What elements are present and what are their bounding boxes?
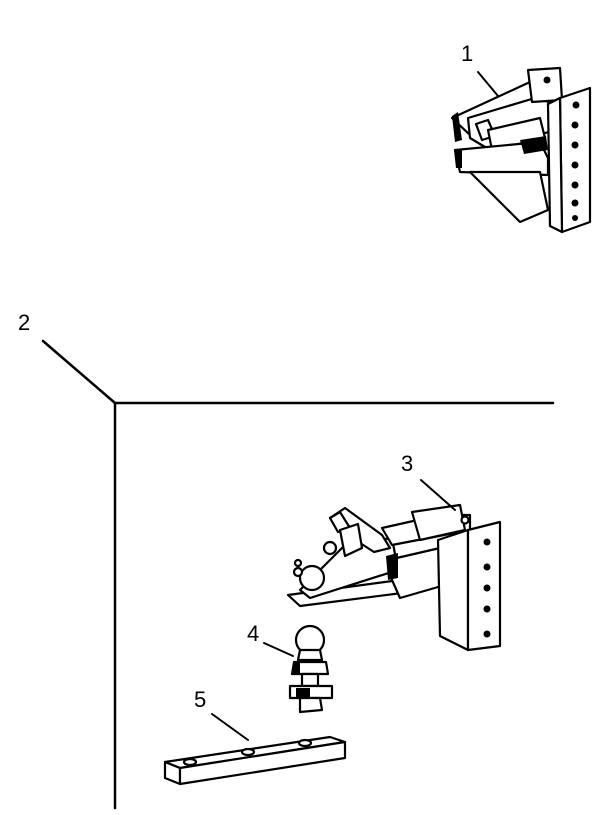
callout-1: 1 xyxy=(461,41,499,97)
part-5-spacer-bar xyxy=(163,735,347,786)
callout-label-1: 1 xyxy=(461,41,473,66)
leader-line-1 xyxy=(477,71,499,97)
callout-5: 5 xyxy=(194,687,249,741)
callout-2: 2 xyxy=(18,310,30,335)
part-1-assembled-hitch xyxy=(450,66,592,234)
callout-3: 3 xyxy=(401,451,456,511)
leader-line-4 xyxy=(263,642,294,657)
callout-4: 4 xyxy=(247,621,294,657)
callout-label-2: 2 xyxy=(18,310,30,335)
callout-label-4: 4 xyxy=(247,621,259,646)
leader-line-5 xyxy=(211,713,249,741)
part-2-frame-corner xyxy=(41,339,555,810)
callout-label-3: 3 xyxy=(401,451,413,476)
part-3-hitch-head xyxy=(286,503,502,652)
leader-line-2 xyxy=(41,339,117,405)
callout-label-5: 5 xyxy=(194,687,206,712)
part-4-hitch-ball xyxy=(288,624,334,714)
leader-line-3 xyxy=(420,479,456,511)
